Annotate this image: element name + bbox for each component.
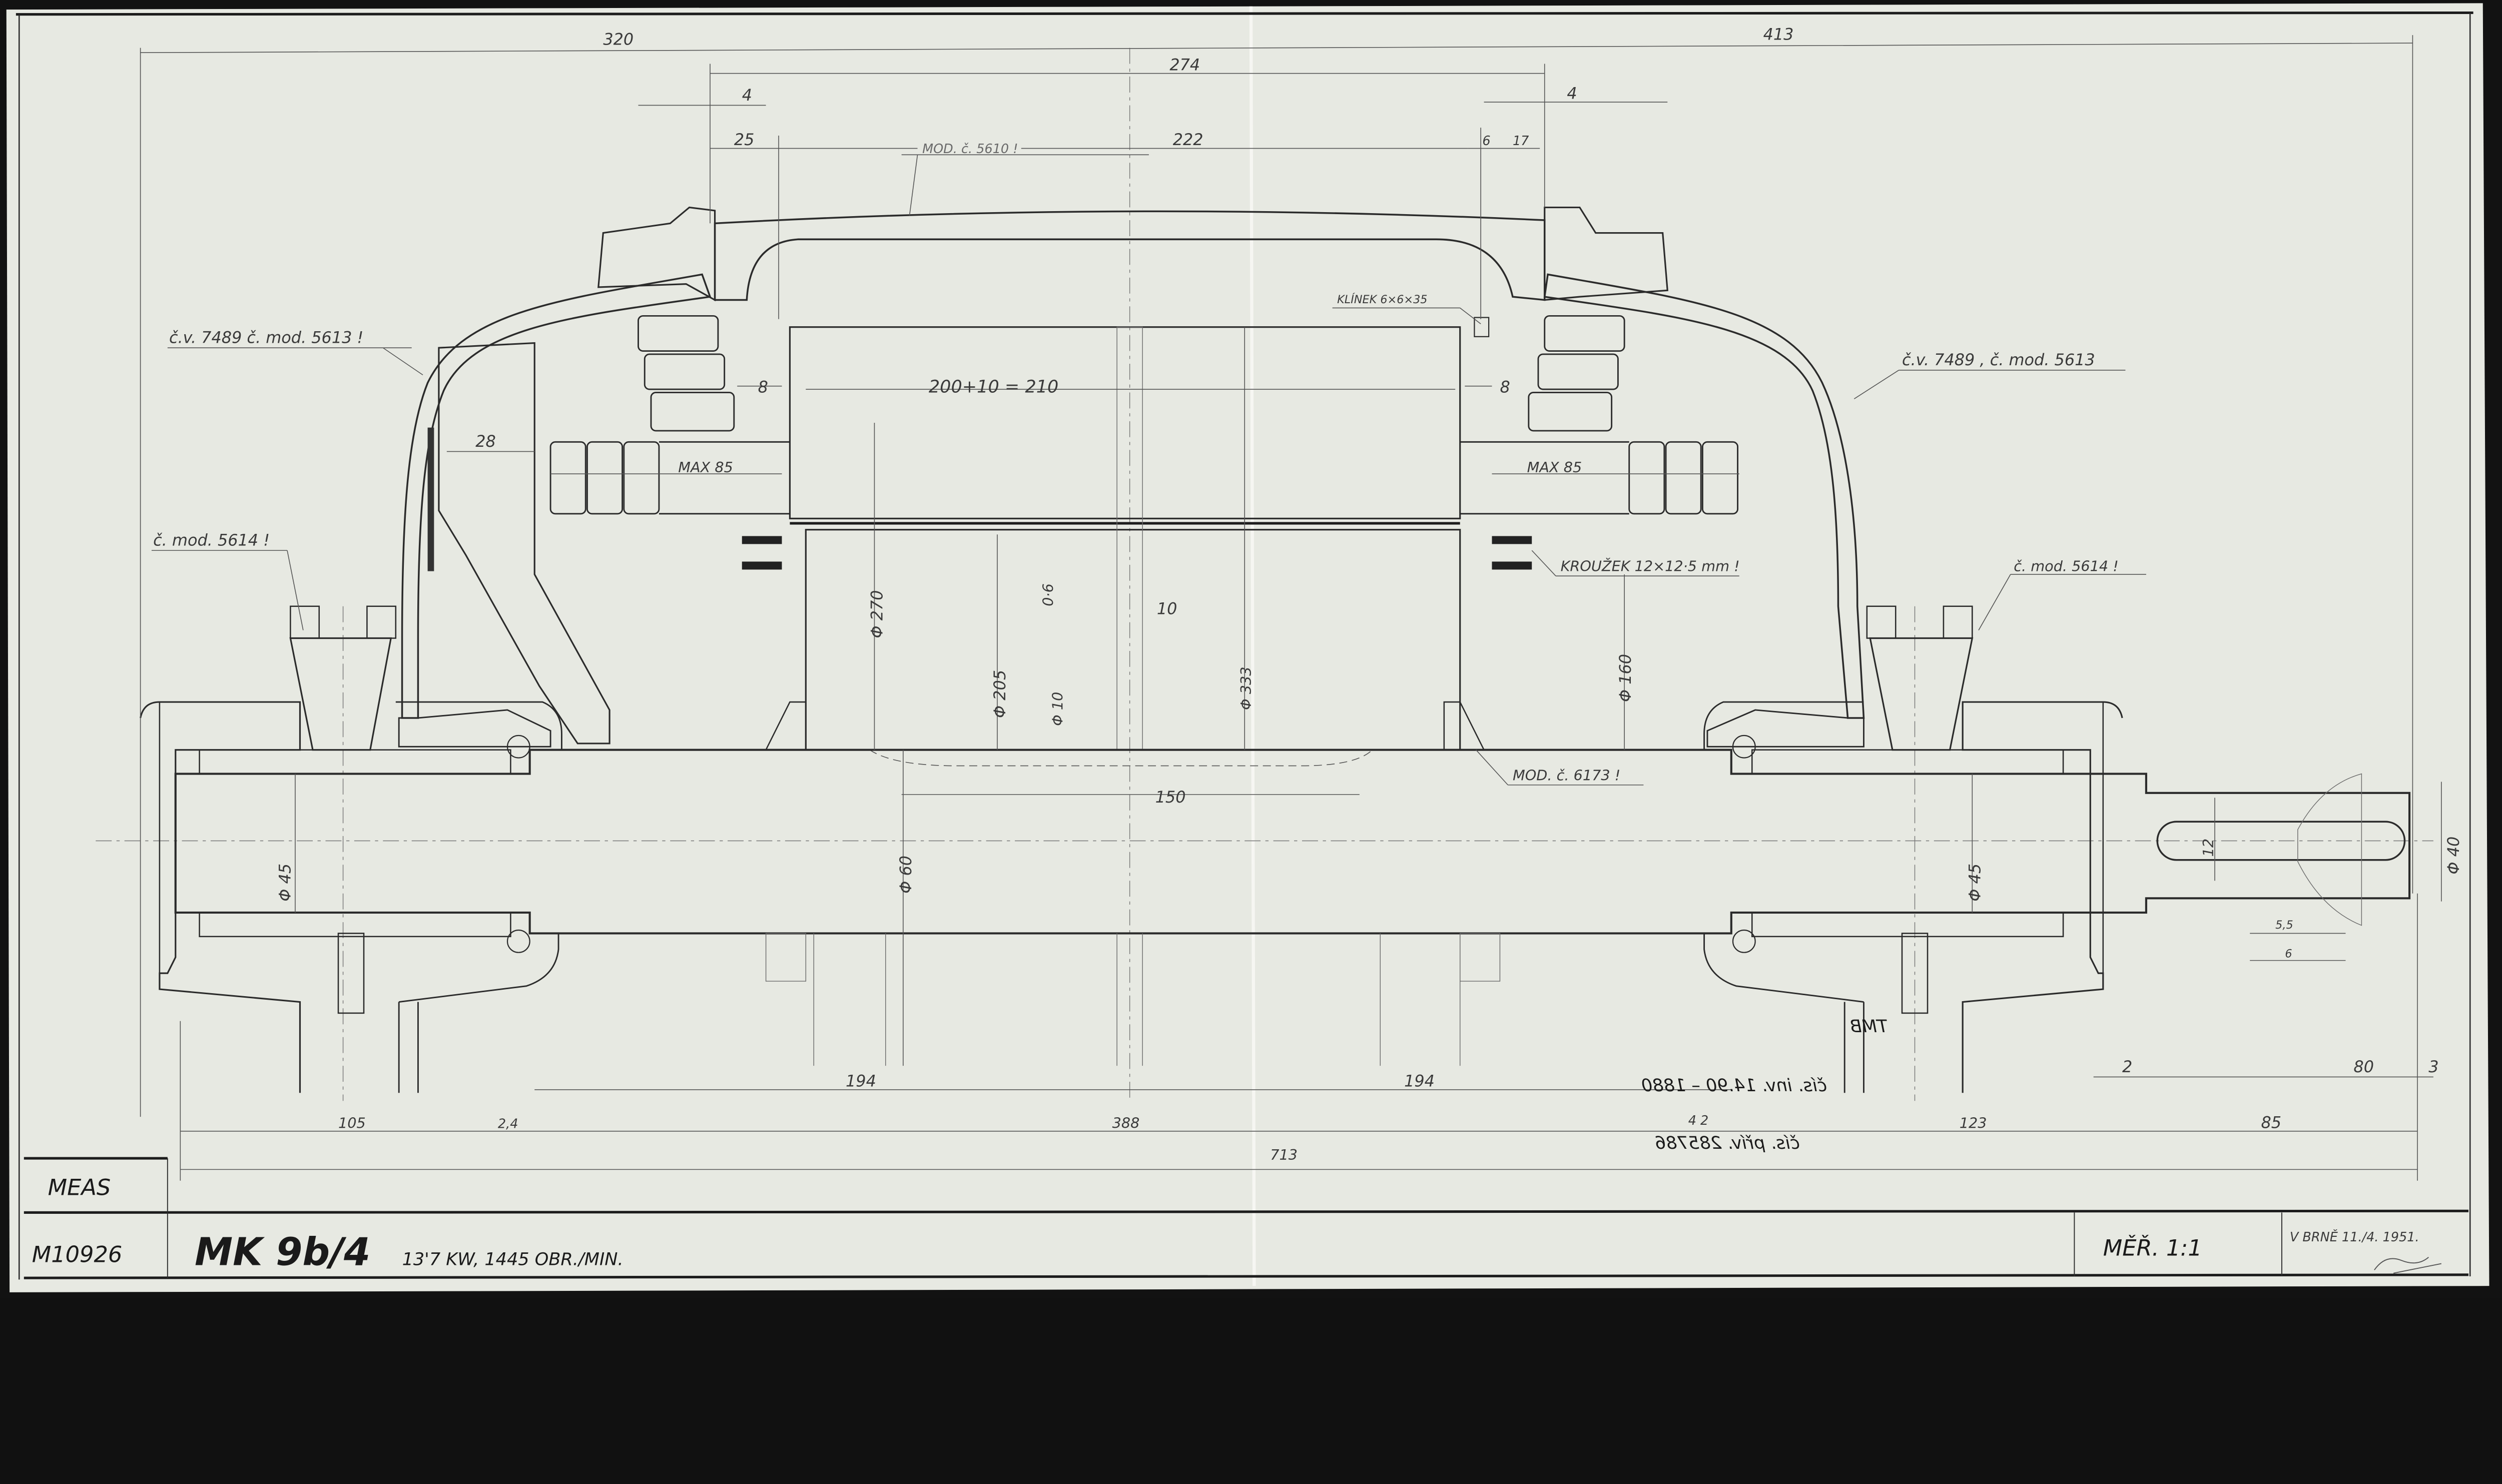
place-date: V BRNĚ 11./4. 1951. <box>2290 1230 2419 1245</box>
callout-leaders <box>151 154 2146 786</box>
technical-drawing-sheet: 320 413 274 4 4 25 222 6 17 200+10 = 210… <box>6 3 2489 1292</box>
title-block: MEAS M10926 MK 9b/4 13'7 KW, 1445 OBR./M… <box>32 1174 2442 1275</box>
dim-85: 85 <box>2261 1113 2281 1132</box>
dim-phi205: Φ 205 <box>990 670 1009 718</box>
callout-key: KLÍNEK 6×6×35 <box>1337 292 1427 306</box>
dim-phi45-right: Φ 45 <box>1965 864 1984 902</box>
dim-150: 150 <box>1155 788 1186 807</box>
dim-320: 320 <box>603 30 634 49</box>
dim-flange-left: 4 <box>742 86 752 105</box>
dimension-lines <box>140 35 2442 1181</box>
dim-max85-left: MAX 85 <box>678 459 733 476</box>
stamp-mark: TMB <box>1850 1016 1888 1037</box>
drawing-border <box>16 11 2473 1280</box>
dim-274: 274 <box>1169 55 1200 74</box>
rotor-end-contour <box>869 750 1373 767</box>
dim-413: 413 <box>1763 25 1794 44</box>
callout-ring: KROUŽEK 12×12·5 mm ! <box>1561 558 1740 575</box>
shaft <box>174 749 2411 935</box>
stamp-inventory: čís. inv. 14.90 – 1880 <box>1641 1075 1827 1096</box>
ring-right-lower <box>1492 561 1532 570</box>
dim-28: 28 <box>475 432 496 451</box>
scale: MĚŘ. 1:1 <box>2103 1235 2202 1261</box>
dim-4-2: 4 2 <box>1688 1113 1709 1128</box>
rotor-lower-lines <box>813 933 1461 1066</box>
dim-80: 80 <box>2353 1057 2374 1076</box>
ring-left-lower <box>742 561 782 570</box>
fan-hub-plate <box>427 427 434 571</box>
dim-flange-right: 4 <box>1567 84 1577 103</box>
paper <box>6 3 2489 1292</box>
dim-phi270: Φ 270 <box>867 590 886 638</box>
keyway <box>2156 821 2406 861</box>
dim-stack: 200+10 = 210 <box>929 376 1059 397</box>
dim-key-depth-b: 6 <box>2285 947 2292 960</box>
dim-17: 17 <box>1513 134 1529 149</box>
dim-2: 2 <box>2122 1057 2132 1076</box>
dim-duct: 10 <box>1157 599 1177 618</box>
callout-frame: MOD. č. 5610 ! <box>922 142 1018 157</box>
callout-endbell-left: č.v. 7489 č. mod. 5613 ! <box>169 328 363 347</box>
dim-phi10: Φ 10 <box>1049 692 1066 726</box>
dim-713: 713 <box>1270 1146 1298 1163</box>
dim-388: 388 <box>1112 1114 1140 1131</box>
bearing-assembly-right <box>1703 605 2123 1093</box>
fan <box>438 342 610 745</box>
end-bell-left <box>398 273 712 748</box>
dim-key-depth-a: 5,5 <box>2275 919 2293 932</box>
ring-right-upper <box>1492 536 1532 544</box>
material-label: MEAS <box>48 1174 111 1200</box>
dim-8-left: 8 <box>758 377 768 396</box>
dim-air-gap: 0·6 <box>1040 583 1057 606</box>
rating: 13'7 KW, 1445 OBR./MIN. <box>402 1249 623 1270</box>
keyway-section <box>2297 773 2362 926</box>
stamp-entry: čís. přív. 285786 <box>1655 1133 1800 1153</box>
end-bell-right <box>1543 273 1865 748</box>
callout-endbell-right: č.v. 7489 , č. mod. 5613 <box>1902 350 2095 369</box>
dim-phi60: Φ 60 <box>896 856 915 894</box>
callout-texts: č.v. 7489 č. mod. 5613 ! č.v. 7489 , č. … <box>153 142 2119 784</box>
signature <box>2374 1257 2442 1274</box>
model-designation: MK 9b/4 <box>195 1230 370 1275</box>
motor-assembly-drawing: 320 413 274 4 4 25 222 6 17 200+10 = 210… <box>6 3 2489 1292</box>
dim-194-left: 194 <box>846 1072 876 1091</box>
drawing-number: M10926 <box>32 1241 122 1267</box>
dim-phi40: Φ 40 <box>2444 837 2463 875</box>
dim-phi45-left: Φ 45 <box>275 864 294 902</box>
callout-cap-left: č. mod. 5614 ! <box>153 531 270 550</box>
dim-25: 25 <box>734 130 755 149</box>
ring-left-upper <box>742 536 782 544</box>
dim-105: 105 <box>338 1114 366 1131</box>
stator-winding-left <box>549 315 790 515</box>
dim-phi160: Φ 160 <box>1616 654 1635 702</box>
dim-8-right: 8 <box>1500 377 1510 396</box>
dim-222: 222 <box>1173 130 1203 149</box>
dim-phi333: Φ 333 <box>1237 667 1255 710</box>
stator-winding-right <box>1460 315 1739 515</box>
callout-rotor: MOD. č. 6173 ! <box>1513 767 1620 784</box>
dim-194-right: 194 <box>1404 1072 1435 1091</box>
dimension-texts: 320 413 274 4 4 25 222 6 17 200+10 = 210… <box>275 25 2463 1164</box>
fold-line <box>1249 6 1256 1286</box>
callout-cap-right: č. mod. 5614 ! <box>2014 558 2119 575</box>
dim-6: 6 <box>1482 134 1490 149</box>
dim-2-4: 2,4 <box>498 1116 518 1131</box>
mirrored-stamps: TMB čís. inv. 14.90 – 1880 čís. přív. 28… <box>1641 1016 1888 1153</box>
stator-frame <box>597 206 1668 302</box>
dim-3: 3 <box>2428 1057 2438 1076</box>
dim-key-width: 12 <box>2200 839 2217 857</box>
key <box>1474 317 1490 337</box>
dim-123: 123 <box>1960 1114 1987 1131</box>
dim-max85-right: MAX 85 <box>1527 459 1582 476</box>
bearing-assembly-left <box>140 605 562 1093</box>
